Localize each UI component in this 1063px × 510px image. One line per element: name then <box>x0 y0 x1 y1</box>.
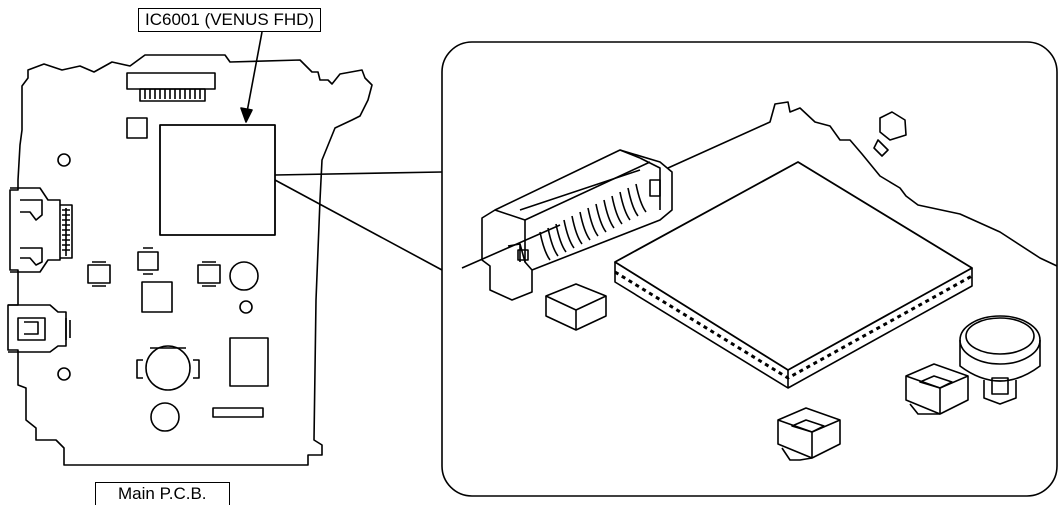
zoom-inductor <box>905 363 969 415</box>
pcb-round-component <box>136 345 200 391</box>
pcb-small-chip <box>126 117 148 139</box>
pcb-hole <box>57 153 71 167</box>
zoom-board-notch <box>873 111 907 157</box>
pcb-square-component <box>141 281 173 313</box>
pcb-usb-connector <box>8 304 71 353</box>
ic-leader-arrow <box>240 31 263 123</box>
ic-label: IC6001 (VENUS FHD) <box>138 8 322 32</box>
pcb-hole <box>229 261 259 291</box>
pcb-slot <box>212 407 264 418</box>
zoom-round-capacitor <box>959 315 1041 405</box>
zoom-frame <box>441 41 1058 497</box>
zoom-connector <box>481 149 673 301</box>
board-label: Main P.C.B. <box>95 482 230 505</box>
zoom-inductor <box>777 407 841 461</box>
callout-line-top <box>274 171 443 176</box>
pcb-hole <box>150 402 180 432</box>
zoom-small-chip <box>545 283 607 331</box>
pcb-outline <box>7 54 373 466</box>
ic6001-chip <box>159 124 276 236</box>
zoom-bga-chip <box>614 161 973 389</box>
pcb-hole <box>57 367 71 381</box>
pcb-inductor <box>197 261 221 287</box>
callout-line-bottom <box>274 179 443 271</box>
pcb-hole <box>239 300 253 314</box>
pcb-square-component <box>229 337 269 387</box>
pcb-top-connector <box>126 72 216 102</box>
pcb-inductor <box>87 261 111 287</box>
pcb-inductor <box>137 247 159 275</box>
pcb-hdmi-connector <box>10 187 73 273</box>
